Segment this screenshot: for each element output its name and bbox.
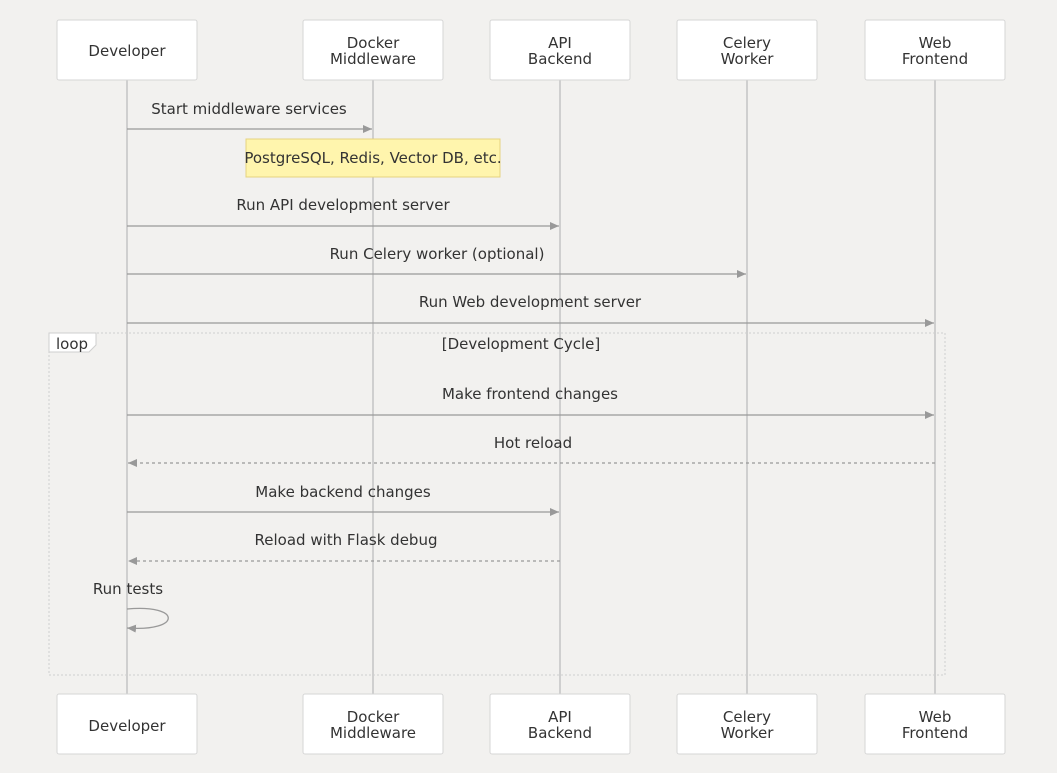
loop-frame: loop [Development Cycle]	[48, 332, 946, 676]
actor-docker-middleware-top: Docker Middleware	[302, 19, 444, 81]
actor-label: Web	[919, 708, 952, 726]
message-label: Run API development server	[236, 196, 450, 214]
note-text: PostgreSQL, Redis, Vector DB, etc.	[244, 149, 501, 167]
actor-web-frontend-top: Web Frontend	[864, 19, 1006, 81]
message-run-web-server: Run Web development server	[127, 293, 934, 327]
actor-label: Developer	[88, 717, 166, 735]
actor-developer-top: Developer	[56, 19, 198, 81]
actor-label: Celery	[723, 34, 771, 52]
actor-label: Frontend	[902, 724, 968, 742]
actor-label: Backend	[528, 724, 592, 742]
message-label: Hot reload	[494, 434, 572, 452]
message-label: Run tests	[93, 580, 163, 598]
actor-web-frontend-bottom: Web Frontend	[864, 693, 1006, 755]
actor-label: Middleware	[330, 50, 416, 68]
actor-label: API	[548, 708, 572, 726]
loop-condition: [Development Cycle]	[442, 335, 600, 353]
actor-api-backend-bottom: API Backend	[489, 693, 631, 755]
message-hot-reload: Hot reload	[128, 434, 935, 467]
actor-label: Web	[919, 34, 952, 52]
actor-celery-worker-top: Celery Worker	[676, 19, 818, 81]
message-label: Run Celery worker (optional)	[330, 245, 545, 263]
message-label: Reload with Flask debug	[255, 531, 438, 549]
actor-api-backend-top: API Backend	[489, 19, 631, 81]
actor-label: Docker	[347, 34, 400, 52]
actor-label: Developer	[88, 42, 166, 60]
message-label: Run Web development server	[419, 293, 642, 311]
message-label: Make frontend changes	[442, 385, 618, 403]
actor-label: Celery	[723, 708, 771, 726]
message-make-backend-changes: Make backend changes	[127, 483, 559, 516]
actor-label: Backend	[528, 50, 592, 68]
message-label: Make backend changes	[255, 483, 431, 501]
message-start-middleware: Start middleware services	[127, 100, 372, 133]
message-make-frontend-changes: Make frontend changes	[127, 385, 934, 419]
message-label: Start middleware services	[151, 100, 347, 118]
actor-label: Worker	[721, 50, 775, 68]
message-run-api-server: Run API development server	[127, 196, 559, 230]
actor-celery-worker-bottom: Celery Worker	[676, 693, 818, 755]
message-run-celery-worker: Run Celery worker (optional)	[127, 245, 746, 278]
actor-developer-bottom: Developer	[56, 693, 198, 755]
note-over-docker: PostgreSQL, Redis, Vector DB, etc.	[244, 138, 502, 178]
actor-label: API	[548, 34, 572, 52]
actor-label: Middleware	[330, 724, 416, 742]
message-run-tests: Run tests	[93, 580, 169, 633]
actor-label: Docker	[347, 708, 400, 726]
actor-label: Frontend	[902, 50, 968, 68]
actor-docker-middleware-bottom: Docker Middleware	[302, 693, 444, 755]
loop-label: loop	[56, 335, 88, 353]
actor-label: Worker	[721, 724, 775, 742]
message-reload-flask-debug: Reload with Flask debug	[128, 531, 560, 565]
